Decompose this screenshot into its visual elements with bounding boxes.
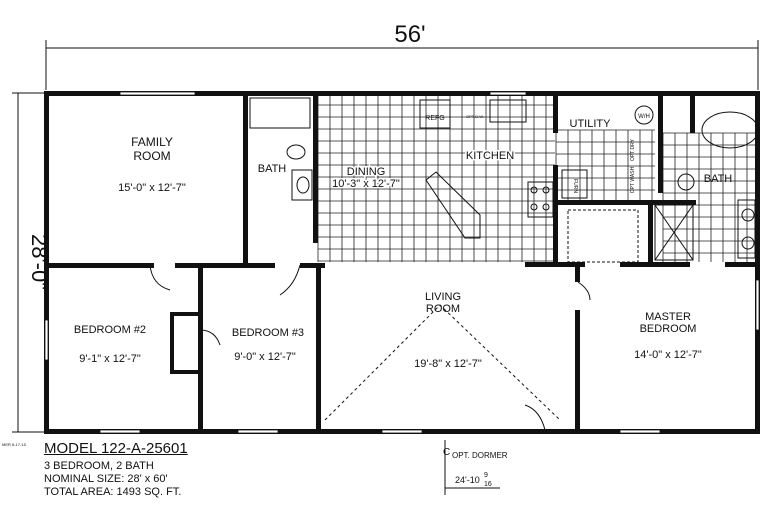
interior-walls xyxy=(44,93,758,432)
refrigerator-label: REFG xyxy=(425,115,444,122)
water-heater xyxy=(634,105,654,125)
total-area: TOTAL AREA: 1493 SQ. FT. xyxy=(44,486,182,498)
water-heater-label: W/H xyxy=(638,114,650,120)
toilet xyxy=(286,144,306,160)
walk-in-closet xyxy=(567,209,639,263)
toilet-master xyxy=(677,173,695,191)
master-bedroom-name-1: MASTER xyxy=(645,311,691,323)
kitchen-sink xyxy=(489,99,527,123)
centerline-mark: C xyxy=(443,447,450,458)
dormer-fraction-num: 9 xyxy=(484,472,488,479)
dormer-annotation: C OPT. DORMER 24'-10 9 16 xyxy=(443,447,508,488)
fixtures xyxy=(149,97,759,495)
refrigerator xyxy=(419,99,451,129)
living-room-name-2: ROOM xyxy=(426,303,460,315)
master-bedroom-size: 14'-0" x 12'-7" xyxy=(634,349,702,361)
sink xyxy=(291,169,313,201)
family-room-name-1: FAMILY xyxy=(131,135,173,149)
bath-2-name: BATH xyxy=(704,173,733,185)
model-title: MODEL 122-A-25601 xyxy=(44,440,188,457)
bedroom-3-size: 9'-0" x 12'-7" xyxy=(234,351,296,363)
double-vanity xyxy=(737,199,756,259)
furnace xyxy=(561,169,588,199)
utility-name: UTILITY xyxy=(570,118,612,130)
nominal-size: NOMINAL SIZE: 28' x 60' xyxy=(44,473,168,485)
room-labels: FAMILY ROOM 15'-0" x 12'-7" BATH DINING … xyxy=(74,114,732,370)
bedroom-3-name: BEDROOM #3 xyxy=(232,327,304,339)
bathtub xyxy=(249,97,311,129)
bed-bath: 3 BEDROOM, 2 BATH xyxy=(44,460,154,472)
range xyxy=(527,181,554,218)
dining-size: 10'-3" x 12'-7" xyxy=(332,178,400,190)
shower xyxy=(654,204,694,261)
furnace-label: FURN xyxy=(572,179,578,193)
dormer-label: OPT. DORMER xyxy=(452,451,508,460)
living-room-size: 19'-8" x 12'-7" xyxy=(414,358,482,370)
dishwasher-label: OPT D.W. xyxy=(466,114,484,119)
width-dimension: 56' xyxy=(45,21,759,90)
dining-name: DINING xyxy=(347,166,386,178)
width-label: 56' xyxy=(394,21,425,48)
master-bedroom-name-2: BEDROOM xyxy=(640,323,697,335)
bedroom-2-name: BEDROOM #2 xyxy=(74,324,146,336)
garden-tub xyxy=(701,111,759,149)
opt-dry-label: OPT DRY xyxy=(630,138,636,161)
family-room-name-2: ROOM xyxy=(133,149,170,163)
kitchen-island xyxy=(425,171,481,239)
bedroom-2-size: 9'-1" x 12'-7" xyxy=(79,353,141,365)
bath-1-name: BATH xyxy=(258,163,287,175)
kitchen-name: KITCHEN xyxy=(466,150,514,162)
vaulted-ceiling-lines xyxy=(324,304,561,421)
dormer-fraction-den: 16 xyxy=(484,481,492,488)
family-room-size: 15'-0" x 12'-7" xyxy=(118,182,186,194)
living-room-name-1: LIVING xyxy=(425,291,461,303)
opt-wash-label: OPT WASH xyxy=(630,166,636,193)
drawing-ref: MER 6-17-15 xyxy=(2,442,27,447)
dormer-offset: 24'-10 xyxy=(455,475,480,485)
